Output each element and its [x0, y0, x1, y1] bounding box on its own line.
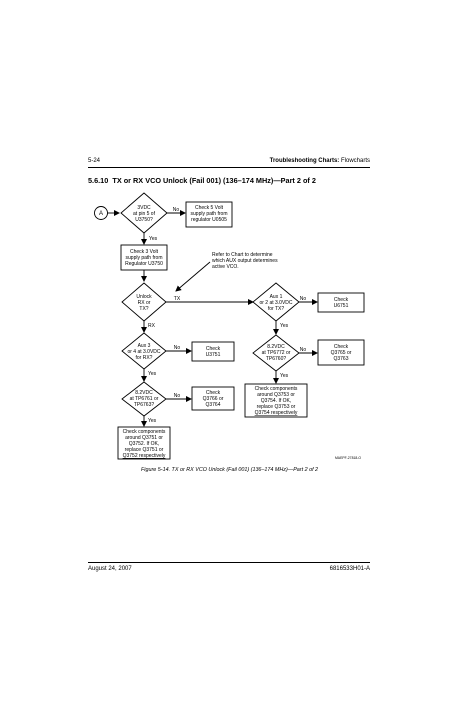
d3vdc-line2: at pin 5 of [133, 211, 156, 217]
tx82-line3: TP6760? [266, 356, 287, 362]
box-check-3v [120, 244, 168, 271]
footer-doc-number: 6816533H01-A [329, 566, 370, 572]
comptx-line2: around Q3753 or [257, 392, 295, 398]
box-check-u6751 [317, 292, 365, 313]
unlock-line2: RX or [138, 300, 151, 306]
q3766-line2: Q3766 or [203, 396, 224, 402]
comptx-line4: replace Q3753 or [257, 404, 296, 410]
edge-no-4: No [174, 345, 181, 351]
edge-no-1: No [173, 207, 180, 213]
comprx-line2: around Q3751 or [125, 435, 163, 441]
edge-yes-1: Yes [149, 236, 158, 242]
box-check-q3765 [317, 339, 365, 366]
check5v-line3: regulator U0505 [191, 217, 227, 223]
check3v-line3: Regulator U3750 [125, 261, 163, 267]
edge-yes-2: Yes [280, 323, 289, 329]
note-line2: which AUX output determines [212, 258, 278, 264]
q3765-line1: Check [334, 344, 349, 350]
comprx-line3: Q3752. If OK, [129, 441, 160, 447]
u3751-line1: Check [206, 346, 221, 352]
rx82-line2: at TP6761 or [130, 396, 159, 402]
note-line1: Refer to Chart to determine [212, 252, 273, 258]
aux1-line1: Aux 1 [270, 294, 283, 300]
edge-no-2: No [300, 296, 307, 302]
comprx-line1: Check components [123, 429, 166, 435]
comprx-line5: Q3752 respectively [123, 453, 166, 459]
edge-tx: TX [174, 296, 181, 302]
aux3-line3: for RX? [136, 355, 153, 361]
connector-label: A [99, 211, 103, 217]
section-number: 5.6.10 [88, 176, 109, 185]
edge-no-5: No [174, 393, 181, 399]
box-check-u3751 [191, 341, 235, 362]
footer-date: August 24, 2007 [88, 566, 132, 572]
unlock-line1: Unlock [136, 294, 152, 300]
u6751-line2: U6751 [334, 303, 349, 309]
header-rule [88, 167, 370, 168]
box-check-q3766 [191, 386, 235, 411]
q3765-line3: Q3763 [333, 356, 348, 362]
u3751-line2: U3751 [206, 352, 221, 358]
check3v-line2: supply path from [126, 255, 163, 261]
d3vdc-line3: U3750? [135, 217, 153, 223]
edge-yes-3: Yes [280, 373, 289, 379]
check3v-line1: Check 3 Volt [130, 249, 159, 255]
d3vdc-line1: 3VDC [137, 205, 151, 211]
note-line3: active VCO. [212, 264, 239, 270]
rx82-line3: TP6763? [134, 402, 155, 408]
u6751-line1: Check [334, 297, 349, 303]
edge-yes-5: Yes [148, 418, 157, 424]
aux1-line2: or 2 at 3.0VDC [259, 300, 292, 306]
section-heading: 5.6.10 TX or RX VCO Unlock (Fail 001) (1… [88, 176, 316, 185]
box-components-tx [244, 383, 308, 418]
q3766-line3: Q3764 [205, 402, 220, 408]
running-header: Troubleshooting Charts: Flowcharts [270, 158, 370, 164]
q3765-line2: Q3765 or [331, 350, 352, 356]
unlock-line3: TX? [139, 306, 148, 312]
comptx-line5: Q3754 respectively [255, 410, 298, 416]
tx82-line1: 8.2VDC [267, 344, 285, 350]
section-title: TX or RX VCO Unlock (Fail 001) (136–174 … [112, 176, 316, 185]
running-header-bold: Troubleshooting Charts: [269, 158, 340, 164]
figure-id: MAEPF-27818-O [335, 456, 361, 460]
edge-no-3: No [300, 347, 307, 353]
footer-rule [88, 562, 370, 563]
running-header-rest: Flowcharts [339, 158, 370, 164]
comptx-line3: Q3754. If OK, [261, 398, 292, 404]
aux1-line3: for TX? [268, 306, 285, 312]
edge-yes-4: Yes [148, 371, 157, 377]
box-check-5v [185, 201, 233, 228]
tx82-line2: at TP6772 or [262, 350, 291, 356]
aux3-line1: Aux 3 [138, 343, 151, 349]
comprx-line4: replace Q3751 or [125, 447, 164, 453]
edge-rx: RX [148, 323, 156, 329]
comptx-line1: Check components [255, 386, 298, 392]
check5v-line2: supply path from [191, 211, 228, 217]
page-number: 5-24 [88, 158, 101, 164]
check5v-line1: Check 5 Volt [195, 205, 224, 211]
box-components-rx [117, 426, 171, 460]
figure-caption: Figure 5-14. TX or RX VCO Unlock (Fail 0… [141, 467, 319, 473]
rx82-line1: 8.2VDC [135, 390, 153, 396]
q3766-line1: Check [206, 390, 221, 396]
aux3-line2: or 4 at 3.0VDC [127, 349, 160, 355]
